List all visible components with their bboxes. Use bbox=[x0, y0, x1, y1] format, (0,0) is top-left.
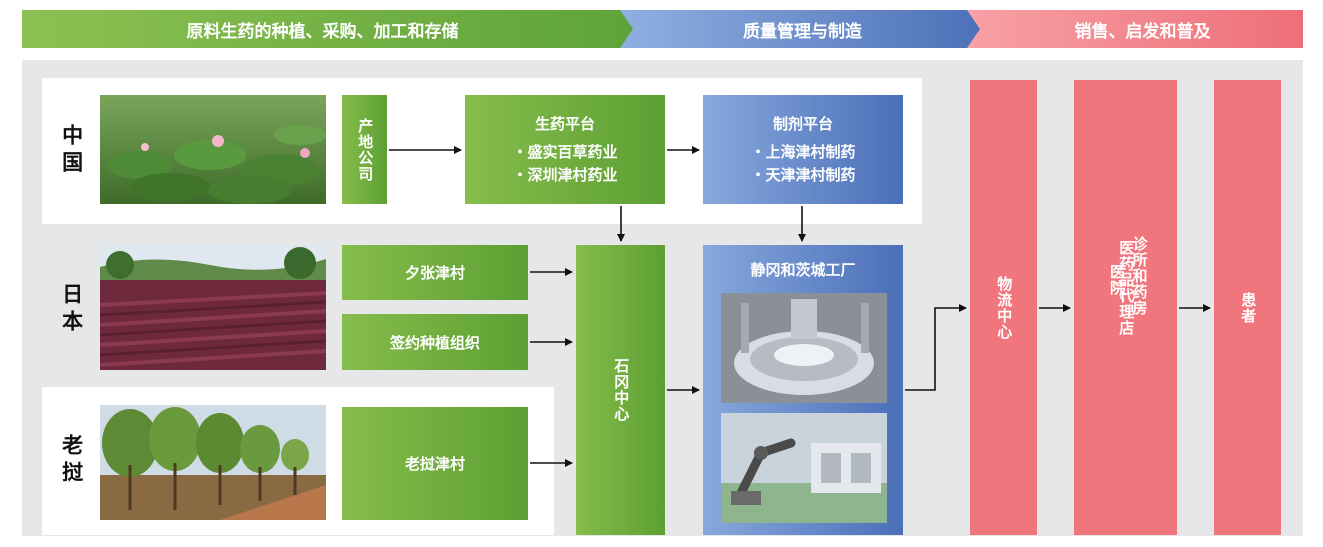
crude-drug-platform-box: 生药平台 ・盛实百草药业 ・深圳津村药业 bbox=[465, 95, 665, 204]
hospitals-line-2: 诊所和药房 bbox=[1130, 236, 1149, 316]
red-crop-field-photo-icon bbox=[100, 245, 326, 370]
stage-banner bbox=[22, 10, 1303, 48]
stage-1-label: 原料生药的种植、采购、加工和存储 bbox=[186, 21, 459, 42]
stage-3-chevron bbox=[967, 10, 1303, 48]
region-laos: 老挝 bbox=[59, 434, 84, 488]
factory-box: 静冈和茨城工厂 bbox=[703, 245, 903, 535]
lotus-field-photo-icon bbox=[100, 95, 326, 204]
stage-2-label: 质量管理与制造 bbox=[743, 21, 862, 42]
stage-2-chevron bbox=[620, 10, 983, 48]
logistics-center-box: 物流中心 bbox=[970, 80, 1037, 535]
ishioka-center-box: 石冈中心 bbox=[576, 245, 665, 535]
arrow-factory-to-logistics bbox=[905, 304, 967, 391]
distributors-box: 医药品代理店 bbox=[1074, 80, 1177, 535]
yubari-tsumura-box: 夕张津村 bbox=[342, 245, 528, 300]
tree-plantation-photo-icon bbox=[100, 405, 326, 520]
hospitals-line-2-wrap: 诊所和药房 bbox=[1129, 236, 1149, 320]
formulation-platform-box: 制剂平台 ・上海津村制药 ・天津津村制药 bbox=[703, 95, 903, 204]
contract-farming-box: 签约种植组织 bbox=[342, 314, 528, 370]
hospitals-line-1: 医院、 bbox=[1108, 263, 1126, 312]
factory-title: 静冈和茨城工厂 bbox=[750, 261, 856, 279]
patients-box: 患者 bbox=[1214, 80, 1281, 535]
local-company-box: 产地公司 bbox=[342, 95, 387, 204]
stage-3-label: 销售、启发和普及 bbox=[1074, 21, 1211, 42]
hospitals-label-wrap: 医院、 bbox=[1075, 80, 1177, 535]
robot-production-line-photo-icon bbox=[721, 413, 887, 523]
stage-1-chevron bbox=[22, 10, 636, 48]
steel-tank-photo-icon bbox=[721, 293, 887, 403]
laos-tsumura-box: 老挝津村 bbox=[342, 407, 528, 520]
region-japan: 日本 bbox=[59, 283, 84, 337]
region-china: 中国 bbox=[59, 124, 84, 178]
